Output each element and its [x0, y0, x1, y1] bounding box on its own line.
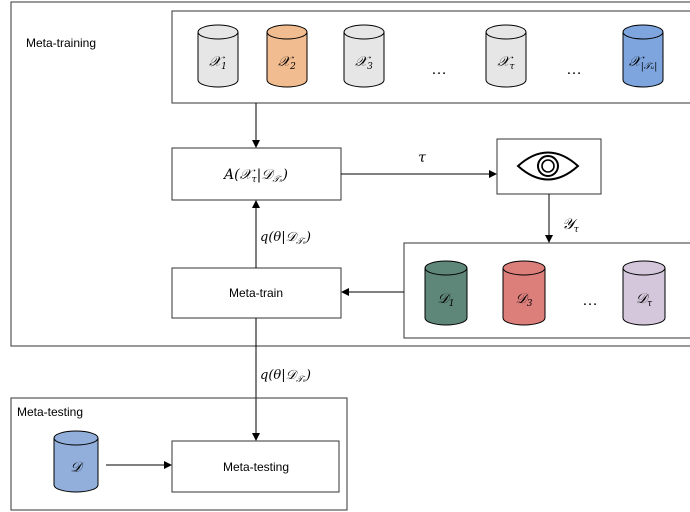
pool-cylinder: 𝒳1: [197, 24, 239, 88]
eye-icon: [516, 151, 580, 181]
tau-label: τ: [418, 150, 426, 166]
pool-cylinder-label: 𝒳2: [278, 54, 296, 72]
pool-cylinder: 𝒳2: [266, 24, 308, 88]
labeled-cylinder-label: 𝒟1: [438, 291, 455, 309]
test-dataset-cylinder-label: 𝒟: [70, 460, 84, 476]
meta-train-label: Meta-train: [229, 286, 283, 300]
labeled-sets: 𝒟1 𝒟3 𝒟τ: [424, 260, 666, 326]
unlabeled-pool-box: [171, 10, 690, 104]
meta-testing-box-label: Meta-testing: [223, 460, 289, 474]
pool-cylinder-label: 𝒳|𝒯ᵤ|: [629, 54, 658, 72]
meta-train-box: [171, 267, 342, 319]
y-tau-label: 𝒴τ: [562, 215, 580, 235]
pool-cylinder-label: 𝒳3: [355, 54, 373, 72]
oracle-box: [496, 138, 602, 195]
unlabeled-pool: 𝒳1 𝒳2 𝒳3 𝒳τ 𝒳|𝒯ᵤ|: [197, 24, 664, 88]
pool-ellipsis-2: …: [566, 61, 582, 78]
labeled-cylinder: 𝒟1: [424, 260, 468, 326]
acquisition-label: A(𝒳τ|𝒟𝒯ₛ): [222, 167, 288, 185]
meta-testing-dataset: 𝒟: [53, 430, 99, 493]
pool-ellipsis-1: …: [431, 61, 447, 78]
meta-testing-title: Meta-testing: [17, 405, 83, 419]
labeled-ellipsis: …: [582, 292, 598, 309]
labeled-cylinder: 𝒟τ: [622, 260, 666, 326]
pool-cylinder-label: 𝒳1: [209, 54, 227, 72]
pool-cylinder: 𝒳3: [343, 24, 385, 88]
pool-cylinder: 𝒳τ: [485, 24, 527, 88]
labeled-cylinder: 𝒟3: [502, 260, 546, 326]
posterior-label-train: q(θ|𝒟𝒯ₛ): [260, 230, 311, 247]
meta-training-title: Meta-training: [26, 36, 96, 50]
pool-cylinder-label: 𝒳τ: [497, 54, 515, 72]
test-dataset-cylinder: 𝒟: [53, 430, 99, 493]
posterior-label-test: q(θ|𝒟𝒯ₛ): [260, 368, 311, 385]
pool-cylinder: 𝒳|𝒯ᵤ|: [622, 24, 664, 88]
meta-testing-frame: [10, 397, 348, 511]
meta-testing-box: [171, 440, 340, 493]
labeled-cylinder-label: 𝒟3: [516, 291, 533, 309]
labeled-cylinder-label: 𝒟τ: [636, 291, 653, 309]
meta-training-frame: [10, 1, 690, 347]
acquisition-box: [171, 147, 342, 201]
